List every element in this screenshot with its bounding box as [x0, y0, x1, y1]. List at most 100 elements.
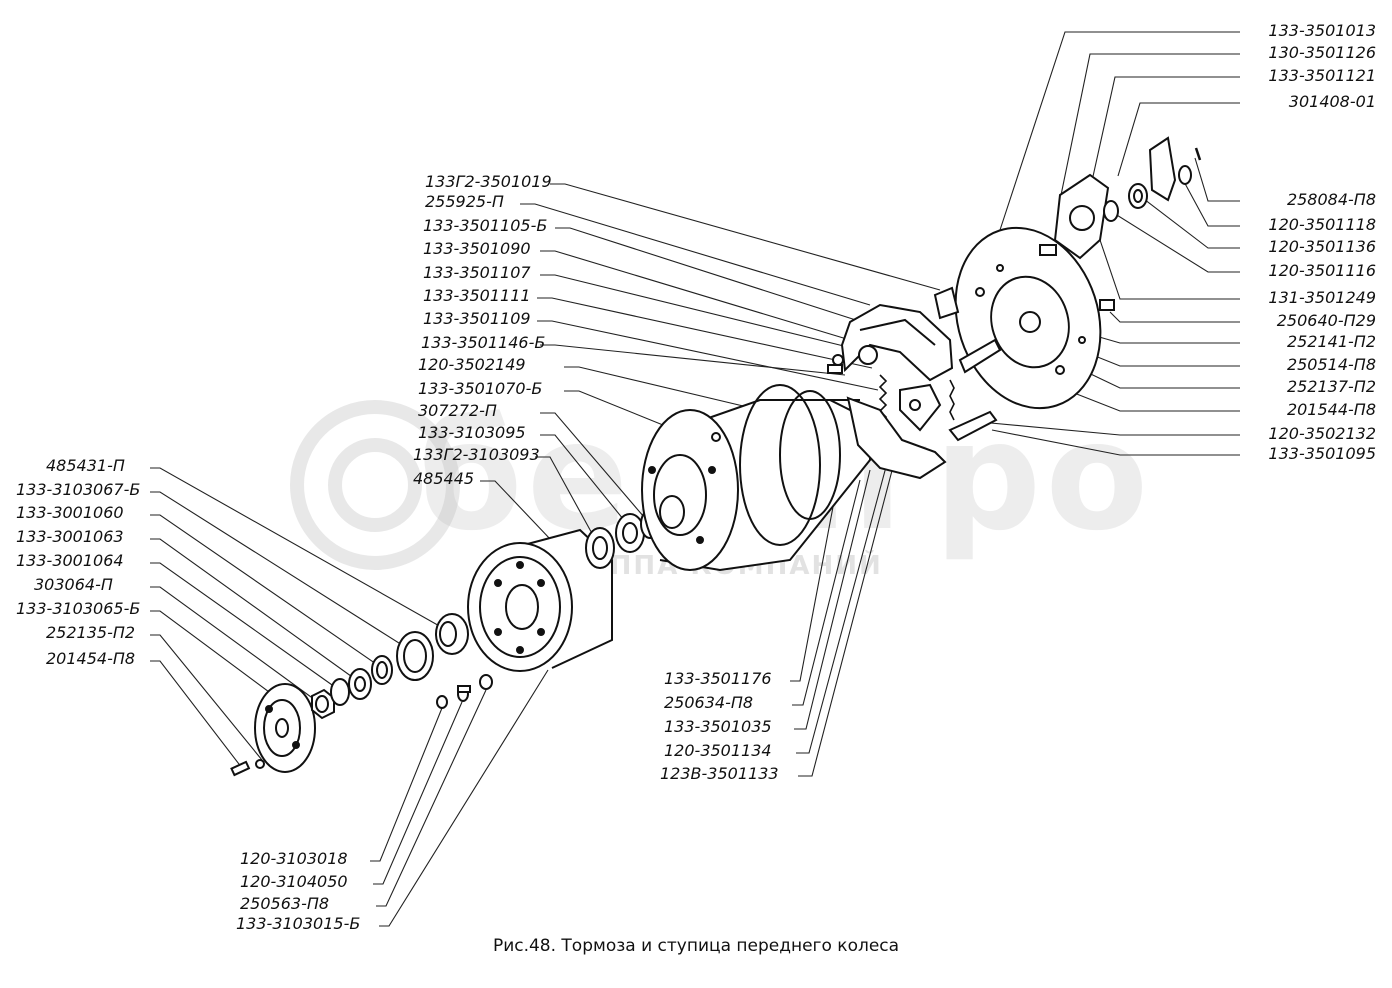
part-number-upper-left-label: 120-3502149 — [418, 355, 526, 374]
leader-line — [540, 250, 851, 341]
leader-line — [376, 689, 487, 907]
part-number-bottom-label: 120-3103018 — [240, 849, 348, 868]
part-number-left-label: 133-3103067-Б — [16, 480, 141, 499]
lower-brake-shoe-part — [846, 383, 998, 480]
leader-line — [540, 434, 633, 531]
part-number-bottom-label: 133-3103015-Б — [236, 914, 361, 933]
leader-line — [555, 227, 863, 323]
part-number-right-label: 250640-П29 — [1276, 311, 1376, 330]
part-number-bottom-label: 120-3104050 — [240, 872, 348, 891]
leader-line — [999, 31, 1240, 231]
leader-line — [1109, 311, 1240, 323]
figure-caption: Рис.48. Тормоза и ступица переднего коле… — [492, 936, 900, 956]
leader-line — [537, 320, 879, 391]
leader-line — [537, 297, 873, 369]
part-number-right-label: 131-3501249 — [1268, 288, 1376, 307]
leader-line — [150, 538, 363, 685]
leader-line — [370, 707, 443, 862]
leader-line — [979, 421, 1240, 436]
leader-line — [1111, 211, 1240, 273]
part-number-upper-left-label: 133-3501109 — [423, 309, 531, 328]
leader-line — [798, 439, 901, 777]
leader-line — [1139, 195, 1240, 249]
part-number-center-label: 120-3501134 — [664, 741, 772, 760]
leader-line — [1089, 76, 1240, 191]
leader-line — [150, 467, 451, 633]
leader-line — [373, 701, 463, 885]
part-number-right-label: 252141-П2 — [1286, 332, 1376, 351]
part-number-right-label: 250514-П8 — [1286, 355, 1376, 374]
part-number-left-label: 133-3103065-Б — [16, 599, 141, 618]
part-number-center-label: 123В-3501133 — [660, 764, 779, 783]
part-number-right-label: 120-3501116 — [1268, 261, 1376, 280]
part-number-upper-left-label: 307272-П — [418, 401, 497, 420]
parts — [230, 136, 1202, 777]
part-number-right-label: 133-3501013 — [1268, 21, 1376, 40]
leader-line — [150, 660, 243, 769]
leader-line — [150, 562, 343, 693]
nut-washer-parts — [311, 655, 393, 720]
part-number-upper-left-label: 255925-П — [425, 192, 504, 211]
leader-line — [150, 491, 411, 651]
leader-line — [1181, 177, 1240, 227]
leader-line — [520, 203, 871, 306]
part-number-upper-left-label: 133-3501105-Б — [423, 216, 548, 235]
part-number-upper-left-label: 133-3501090 — [423, 239, 531, 258]
part-number-left-label: 303064-П — [34, 575, 113, 594]
part-number-upper-left-label: 133-3501146-Б — [421, 333, 546, 352]
backing-plate-part — [933, 226, 1102, 410]
leader-line — [796, 451, 891, 754]
part-number-left-label: 133-3001060 — [16, 503, 124, 522]
part-number-right-label: 120-3501118 — [1268, 215, 1376, 234]
leader-line — [150, 610, 301, 716]
part-number-left-label: 485431-П — [46, 456, 125, 475]
leader-line — [480, 480, 571, 561]
upper-brake-shoe-part — [827, 303, 954, 382]
part-number-upper-left-label: 133-3501111 — [423, 286, 531, 305]
part-number-upper-left-label: 133-3103095 — [418, 423, 526, 442]
part-number-upper-left-label: 133Г2-3103093 — [413, 445, 540, 464]
part-number-left-label: 252135-П2 — [46, 623, 136, 642]
part-number-right-label: 120-3501136 — [1268, 237, 1376, 256]
leader-line — [379, 669, 549, 927]
leader-line — [150, 514, 383, 669]
leader-line — [1194, 157, 1240, 202]
part-number-left-label: 133-3001063 — [16, 527, 124, 546]
leader-line — [540, 344, 846, 376]
leader-line — [1099, 239, 1240, 300]
leader-line — [792, 479, 861, 706]
part-number-right-label: 133-3501095 — [1268, 444, 1376, 463]
leader-line — [564, 366, 761, 411]
leader-line — [1117, 102, 1240, 177]
leader-line — [790, 469, 841, 682]
part-number-right-label: 252137-П2 — [1286, 377, 1376, 396]
leader-line — [550, 183, 941, 291]
part-number-upper-left-label: 133-3501070-Б — [418, 379, 543, 398]
hub-cap-part — [230, 683, 316, 777]
outer-bearing-part — [396, 613, 469, 681]
part-number-left-label: 201454-П8 — [46, 649, 136, 668]
leader-lines — [150, 31, 1240, 927]
leader-line — [1059, 53, 1240, 201]
hub-flange-part — [467, 528, 613, 672]
wheel-bolts — [436, 674, 493, 709]
part-number-center-label: 133-3501035 — [664, 717, 772, 736]
part-number-center-label: 250634-П8 — [664, 693, 754, 712]
leader-line — [540, 274, 861, 351]
part-number-upper-left-label: 133Г2-3501019 — [425, 172, 552, 191]
part-number-right-label: 301408-01 — [1288, 92, 1376, 111]
part-number-right-label: 201544-П8 — [1286, 400, 1376, 419]
part-number-center-label: 133-3501176 — [664, 669, 772, 688]
leader-line — [540, 412, 651, 525]
brake-drum-part — [641, 384, 871, 572]
part-number-right-label: 133-3501121 — [1268, 66, 1376, 85]
leader-line — [535, 456, 601, 549]
leader-line — [150, 634, 263, 761]
leader-line — [150, 586, 323, 706]
leader-line — [794, 469, 871, 730]
part-number-upper-left-label: 133-3501107 — [423, 263, 531, 282]
leader-line — [991, 429, 1240, 456]
part-number-right-label: 120-3502132 — [1268, 424, 1376, 443]
part-number-upper-left-label: 485445 — [413, 469, 475, 488]
